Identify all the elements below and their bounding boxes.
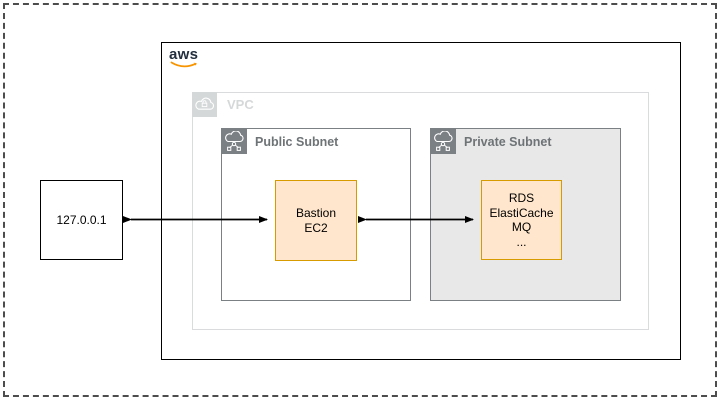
private-services-label-line: ElastiCache (489, 205, 554, 220)
private-services-label-line: ... (516, 234, 527, 249)
bastion-label-line: Bastion (295, 206, 337, 220)
public-subnet-cloud-icon (221, 128, 247, 154)
aws-smile-icon (170, 61, 198, 68)
aws-logo: aws (169, 47, 203, 73)
vpc-label: VPC (227, 97, 254, 112)
bastion-ec2-node[interactable]: Bastion EC2 (275, 180, 357, 261)
private-services-label-line: RDS (508, 191, 535, 205)
bastion-label-line: EC2 (304, 220, 328, 235)
vpc-cloud-lock-icon (192, 92, 217, 117)
private-subnet-cloud-icon (430, 128, 456, 154)
public-subnet-label: Public Subnet (255, 135, 339, 149)
private-subnet-label: Private Subnet (464, 135, 552, 149)
private-services-node[interactable]: RDS ElastiCache MQ ... (481, 180, 562, 260)
private-services-label-line: MQ (511, 220, 532, 234)
host-node[interactable]: 127.0.0.1 (40, 180, 123, 260)
host-label: 127.0.0.1 (56, 213, 107, 227)
aws-logo-text: aws (169, 46, 199, 63)
